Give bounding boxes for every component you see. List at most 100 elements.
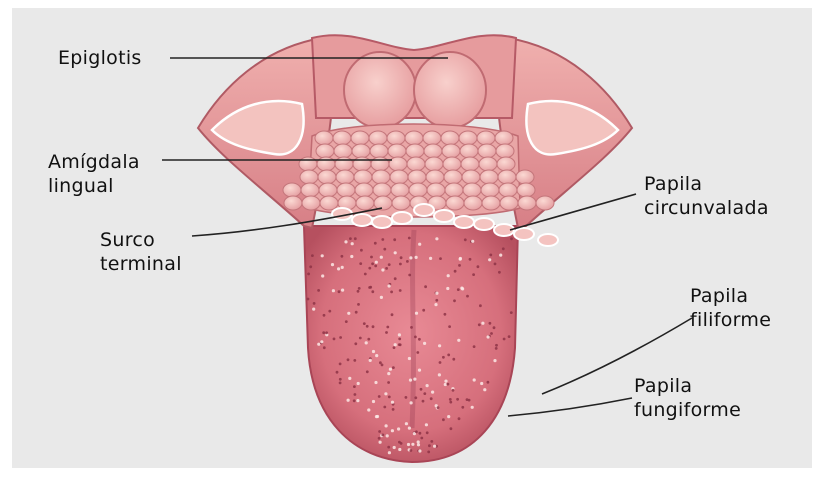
tonsil-nodule xyxy=(388,144,406,158)
vallecula-right xyxy=(414,52,486,128)
label-surco-line2: terminal xyxy=(100,252,182,276)
papilla-dot xyxy=(393,446,396,449)
papilla-dot xyxy=(472,273,475,276)
median-sulcus xyxy=(412,230,414,428)
papilla-dot xyxy=(423,392,426,395)
papilla-dot xyxy=(325,331,328,334)
papilla-dot xyxy=(388,396,391,399)
papilla-dot xyxy=(413,378,416,381)
tonsil-nodule xyxy=(441,131,459,145)
papilla-dot xyxy=(434,303,437,306)
tonsil-nodule xyxy=(463,183,481,197)
tonsil-nodule xyxy=(318,170,336,184)
papilla-dot xyxy=(407,443,410,446)
papilla-dot xyxy=(430,440,433,443)
papilla-dot xyxy=(378,430,381,433)
papilla-dot xyxy=(339,378,342,381)
label-filiforme-line1: Papila xyxy=(690,284,748,308)
papilla-dot xyxy=(419,432,422,435)
papilla-dot xyxy=(510,311,513,314)
papilla-dot xyxy=(399,343,402,346)
papilla-dot xyxy=(409,256,412,259)
papilla-dot xyxy=(374,242,377,245)
papilla-dot xyxy=(339,336,342,339)
papilla-dot xyxy=(481,322,484,325)
papilla-dot xyxy=(442,356,445,359)
papilla-dot xyxy=(444,313,447,316)
papilla-dot xyxy=(375,261,378,264)
tonsil-nodule xyxy=(335,157,353,171)
papilla-dot xyxy=(366,370,369,373)
papilla-dot xyxy=(471,406,474,409)
papilla-dot xyxy=(398,333,401,336)
circumvallate-papilla xyxy=(474,218,494,230)
papilla-dot xyxy=(385,331,388,334)
papilla-dot xyxy=(418,338,421,341)
papilla-dot xyxy=(449,401,452,404)
label-epiglotis: Epiglotis xyxy=(58,46,142,70)
papilla-dot xyxy=(454,270,457,273)
tonsil-nodule xyxy=(517,183,535,197)
circumvallate-papilla xyxy=(538,234,558,246)
papilla-dot xyxy=(442,418,445,421)
papilla-dot xyxy=(433,445,436,448)
papilla-dot xyxy=(417,440,420,443)
papilla-dot xyxy=(383,248,386,251)
tonsil-nodule xyxy=(478,144,496,158)
papilla-dot xyxy=(466,398,469,401)
papilla-dot xyxy=(345,320,348,323)
papilla-dot xyxy=(364,273,367,276)
papilla-dot xyxy=(323,314,326,317)
papilla-dot xyxy=(374,265,377,268)
papilla-dot xyxy=(471,240,474,243)
tonsil-nodule xyxy=(351,131,369,145)
tonsil-nodule xyxy=(477,131,495,145)
papilla-dot xyxy=(418,243,421,246)
papilla-dot xyxy=(499,254,502,257)
papilla-dot xyxy=(478,323,481,326)
papilla-dot xyxy=(347,358,350,361)
papilla-dot xyxy=(408,357,411,360)
label-surco-line1: Surco xyxy=(100,228,155,252)
tonsil-nodule xyxy=(389,157,407,171)
papilla-dot xyxy=(337,267,340,270)
papilla-dot xyxy=(473,345,476,348)
tonsil-nodule xyxy=(479,157,497,171)
tonsil-nodule xyxy=(405,131,423,145)
papilla-dot xyxy=(370,256,373,259)
tonsil-nodule xyxy=(408,170,426,184)
tonsil-nodule xyxy=(315,131,333,145)
tonsil-nodule xyxy=(409,183,427,197)
tonsil-nodule xyxy=(445,183,463,197)
tonsil-nodule xyxy=(387,131,405,145)
tonsil-nodule xyxy=(464,196,482,210)
tonsil-nodule xyxy=(333,131,351,145)
papilla-dot xyxy=(490,332,493,335)
papilla-dot xyxy=(418,449,421,452)
papilla-dot xyxy=(503,338,506,341)
tonsil-nodule xyxy=(302,196,320,210)
papilla-dot xyxy=(425,423,428,426)
papilla-dot xyxy=(353,399,356,402)
tonsil-nodule xyxy=(299,157,317,171)
papilla-dot xyxy=(438,344,441,347)
papilla-dot xyxy=(493,359,496,362)
papilla-dot xyxy=(348,377,351,380)
papilla-dot xyxy=(423,342,426,345)
papilla-dot xyxy=(415,430,418,433)
papilla-dot xyxy=(359,262,362,265)
papilla-dot xyxy=(353,359,356,362)
papilla-dot xyxy=(333,338,336,341)
papilla-dot xyxy=(388,263,391,266)
papilla-dot xyxy=(393,238,396,241)
papilla-dot xyxy=(390,291,393,294)
tonsil-nodule xyxy=(336,170,354,184)
papilla-dot xyxy=(372,350,375,353)
label-fungiforme-line2: fungiforme xyxy=(634,398,741,422)
papilla-dot xyxy=(372,400,375,403)
papilla-dot xyxy=(427,451,430,454)
tonsil-nodule xyxy=(500,196,518,210)
tonsil-nodule xyxy=(317,157,335,171)
tonsil-nodule xyxy=(480,170,498,184)
tonsil-nodule xyxy=(497,157,515,171)
